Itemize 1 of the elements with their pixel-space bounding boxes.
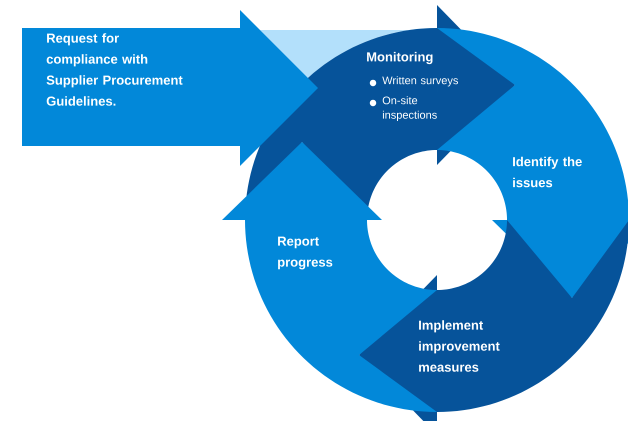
- arrow-segment: Implement improvement measures: [359, 220, 628, 421]
